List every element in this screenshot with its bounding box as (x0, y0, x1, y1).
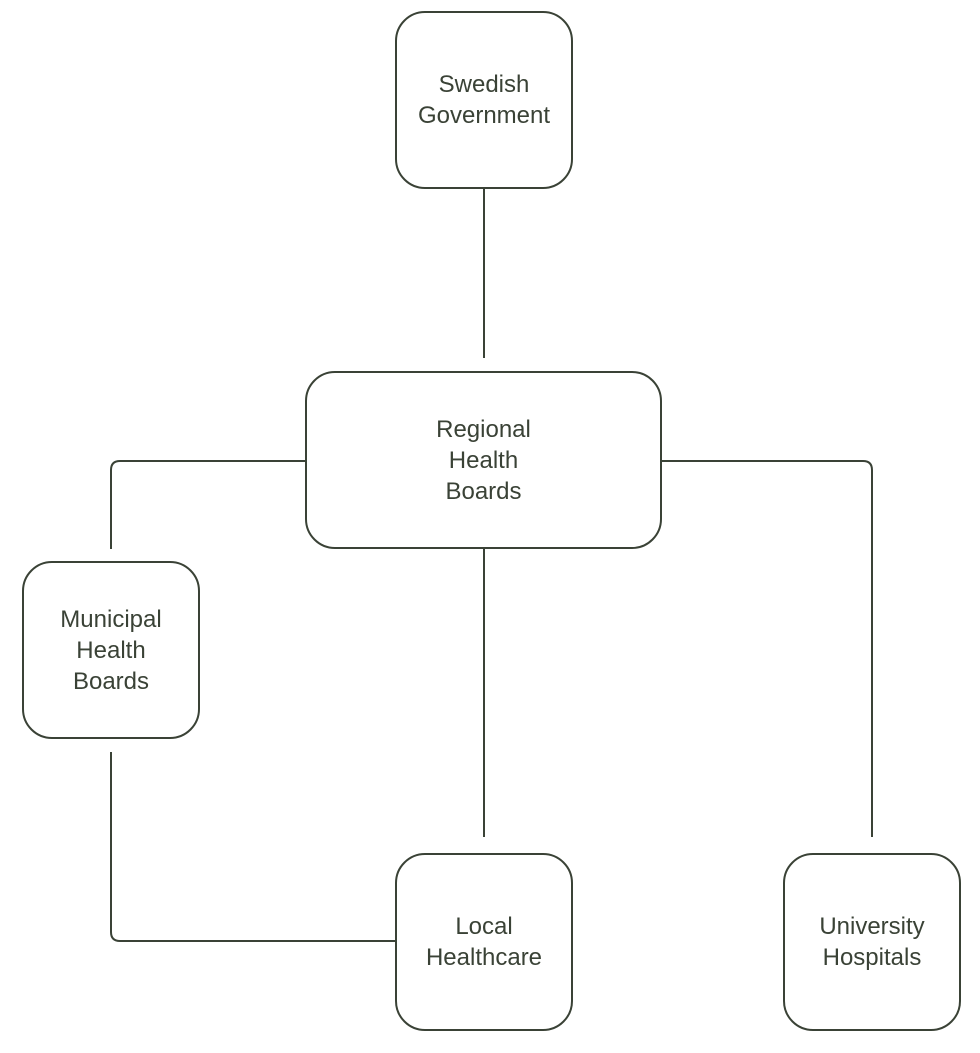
node-municipal-health-boards: Municipal Health Boards (22, 561, 200, 739)
edge-regional-to-municipal (110, 460, 305, 549)
node-label: Municipal Health Boards (60, 605, 162, 695)
node-university-hospitals: University Hospitals (783, 853, 961, 1031)
node-local-healthcare: Local Healthcare (395, 853, 573, 1031)
edge-regional-to-university (662, 460, 873, 837)
node-swedish-government: Swedish Government (395, 11, 573, 189)
node-label: Swedish Government (417, 71, 551, 129)
node-label: Regional Health Boards (436, 415, 531, 505)
node-regional-health-boards: Regional Health Boards (305, 371, 662, 549)
node-label: University Hospitals (819, 913, 925, 971)
edge-municipal-to-local (110, 752, 395, 942)
node-label: Local Healthcare (425, 913, 543, 971)
